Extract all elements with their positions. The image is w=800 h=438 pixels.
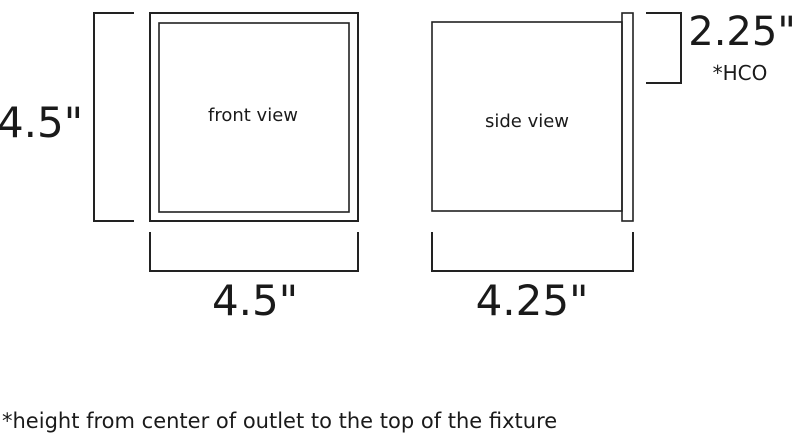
side-depth-bracket — [431, 232, 634, 272]
front-inner-panel — [158, 22, 350, 213]
front-width-dimension: 4.5" — [212, 276, 298, 325]
side-view-label: side view — [485, 111, 569, 132]
front-outer-frame — [149, 12, 359, 222]
hco-dimension: 2.25" — [688, 9, 795, 55]
front-view-label: front view — [208, 105, 298, 126]
footnote: *height from center of outlet to the top… — [2, 409, 557, 433]
side-backplate — [621, 12, 634, 222]
hco-note: *HCO — [713, 61, 768, 85]
front-width-bracket — [149, 232, 359, 272]
side-depth-dimension: 4.25" — [476, 276, 589, 325]
front-height-bracket — [93, 12, 134, 222]
front-height-dimension: 4.5" — [0, 98, 83, 147]
hco-bracket — [646, 12, 682, 84]
